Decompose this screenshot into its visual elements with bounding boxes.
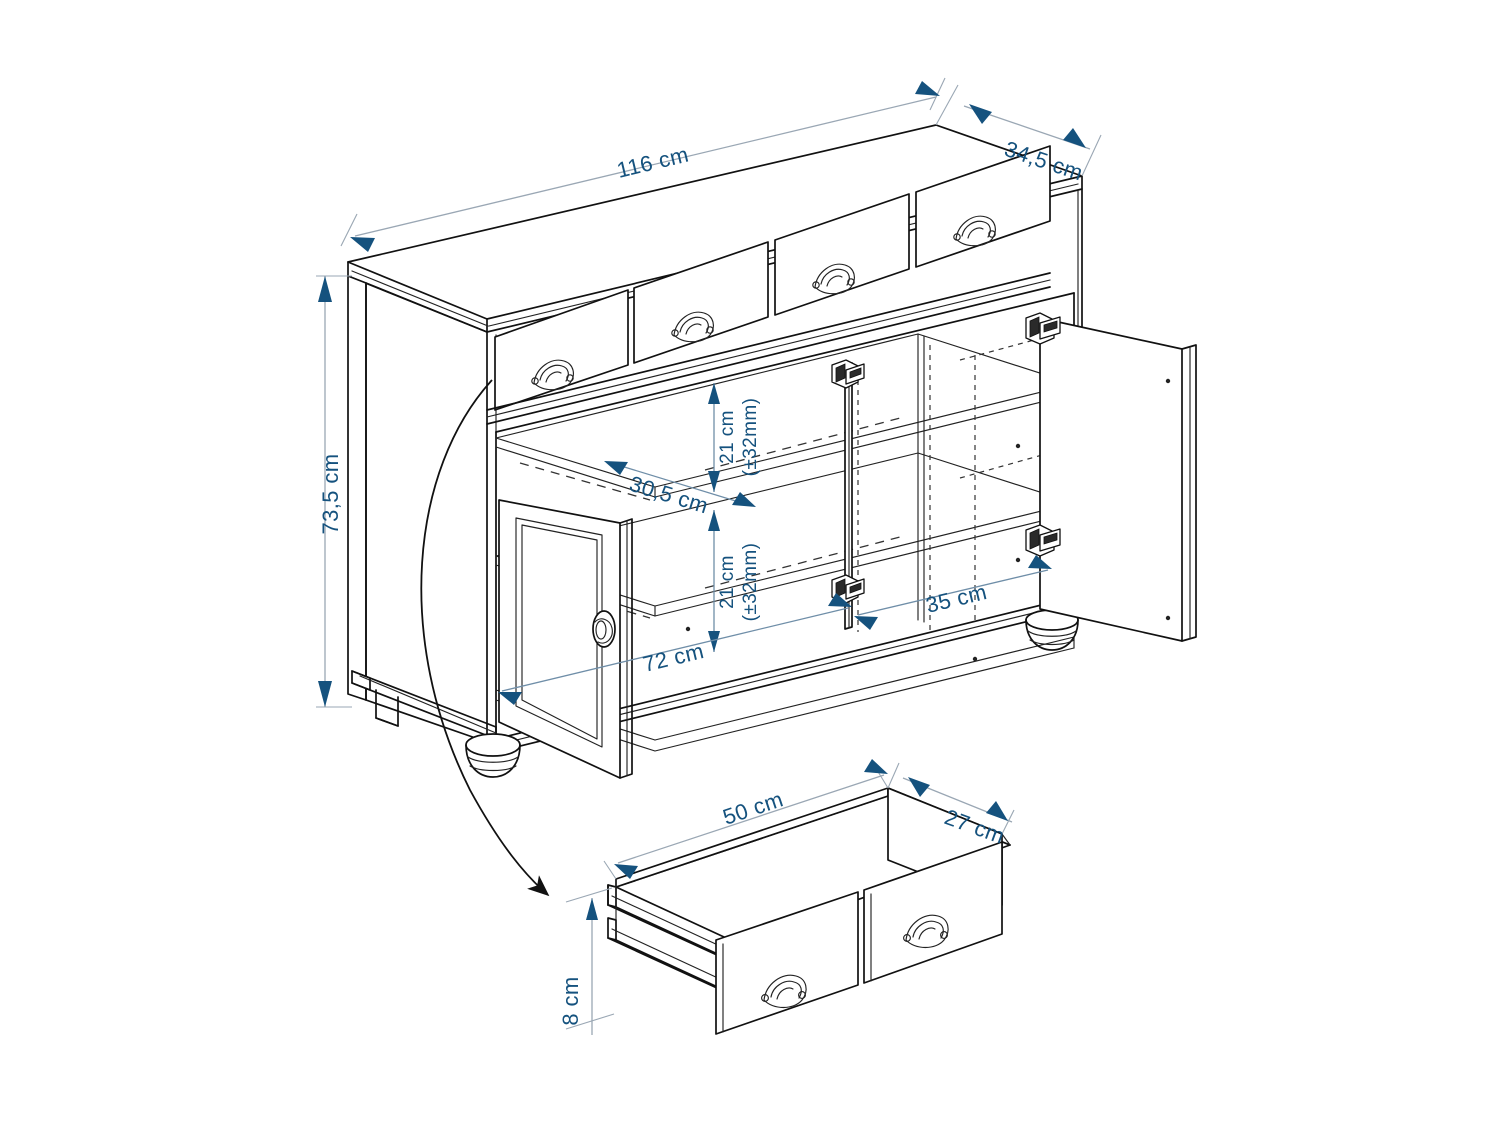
door-hinge-icon [831, 359, 865, 389]
dimension-lower-compartment: 21 cm (±32mm) [708, 510, 761, 652]
dimension-drawer-height: 8 cm [558, 887, 615, 1035]
cup-handle-icon[interactable] [812, 263, 855, 295]
door-hinge-icon [1025, 524, 1061, 557]
door-hinge-icon [1025, 312, 1061, 345]
drawer-front-4[interactable] [915, 145, 1051, 268]
cabinet-foot-front-left [465, 733, 521, 778]
interior-center-divider [917, 333, 931, 630]
dimension-label-lower-tolerance: (±32mm) [740, 543, 761, 622]
cup-handle-icon[interactable] [903, 914, 949, 949]
door-knob-icon[interactable] [592, 610, 616, 648]
cabinet-door-left-open[interactable] [498, 499, 633, 779]
cabinet-assembly [347, 124, 1197, 779]
dimension-label-lower-21cm: 21 cm [717, 555, 738, 609]
cabinet-left-side-panel [347, 275, 488, 743]
cup-handle-icon[interactable] [953, 215, 996, 247]
drawer-front-left-detail[interactable] [715, 891, 859, 1035]
cup-handle-icon[interactable] [671, 311, 714, 343]
dimension-label-height: 73,5 cm [318, 453, 343, 534]
dimension-label-upper-21cm: 21 cm [717, 410, 738, 464]
drawer-bottom-rail [486, 272, 1051, 425]
dimension-label-bay-width: 35 cm [923, 579, 989, 618]
shelf-pin-hole [685, 626, 691, 632]
drawer-bank [494, 145, 1051, 411]
cabinet-door-right-open[interactable] [1025, 312, 1197, 642]
dimension-upper-compartment: 21 cm (±32mm) [708, 383, 761, 492]
drawer-front-3[interactable] [774, 193, 910, 316]
dimension-label-width: 116 cm [614, 142, 691, 183]
shelf-pin-hole [1015, 557, 1021, 563]
cup-handle-icon[interactable] [761, 974, 807, 1009]
drawer-detail-assembly [607, 787, 1011, 1035]
dimension-label-upper-tolerance: (±32mm) [740, 398, 761, 477]
dimension-bay-width: 35 cm [854, 555, 1052, 630]
dimension-label-interior-width: 72 cm [640, 638, 706, 677]
cabinet-foot-right [1025, 609, 1079, 651]
drawer-detail-callout-leader [420, 379, 550, 897]
drawer-front-2[interactable] [633, 241, 769, 364]
cup-handle-icon[interactable] [531, 359, 574, 391]
drawer-front-1[interactable] [494, 289, 629, 411]
dimension-label-drawer-width: 50 cm [720, 786, 787, 829]
shelf-pin-hole [1015, 443, 1021, 449]
shelf-pin-hole [972, 656, 978, 662]
dimension-overall-height: 73,5 cm [316, 275, 352, 708]
drawer-front-right-detail[interactable] [863, 841, 1003, 984]
cabinet-foot-left-rear [375, 689, 399, 727]
dimension-label-drawer-height: 8 cm [558, 976, 583, 1025]
